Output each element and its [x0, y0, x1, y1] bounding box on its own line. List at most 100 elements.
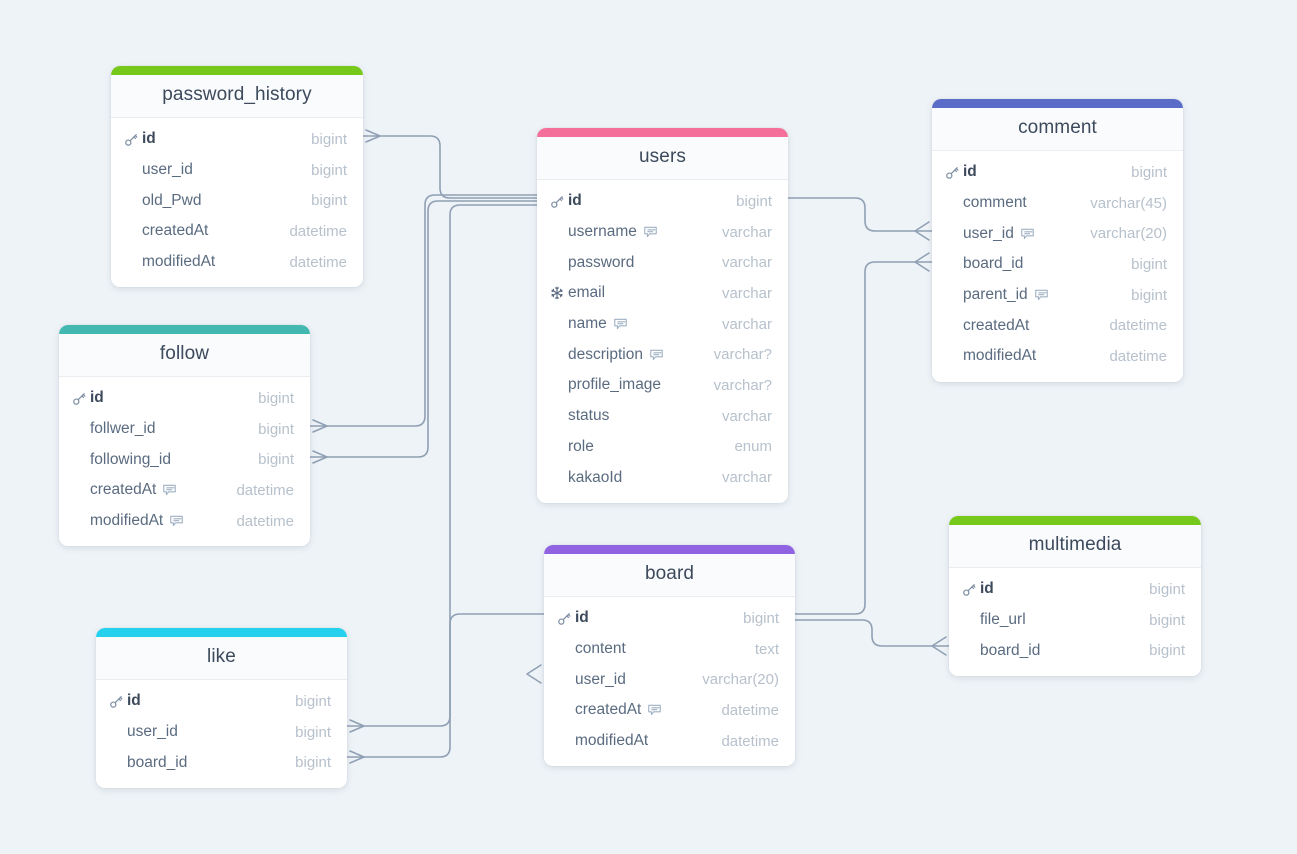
note-bubble-icon[interactable]: [1020, 227, 1035, 241]
note-bubble-icon[interactable]: [647, 703, 662, 717]
field-type: varchar: [721, 407, 772, 425]
field-type: varchar(45): [1090, 194, 1167, 212]
field-name-wrap: kakaoId: [568, 469, 622, 487]
field-type: varchar(20): [1090, 225, 1167, 243]
note-bubble-icon[interactable]: [169, 514, 184, 528]
table-accent-bar: [537, 128, 788, 137]
field-row[interactable]: id bigint: [932, 157, 1183, 188]
field-name: modifiedAt: [90, 512, 164, 530]
field-type: bigint: [258, 451, 294, 469]
field-type: bigint: [258, 389, 294, 407]
field-type: datetime: [289, 222, 347, 240]
field-row[interactable]: status varchar: [537, 401, 788, 432]
note-bubble-icon[interactable]: [643, 225, 658, 239]
field-name-wrap: id: [963, 163, 977, 181]
field-name-wrap: user_id: [575, 671, 626, 689]
field-name-wrap: content: [575, 640, 626, 658]
field-type: bigint: [295, 723, 331, 741]
field-name: content: [575, 640, 626, 658]
field-type: bigint: [258, 420, 294, 438]
field-name: comment: [963, 194, 1027, 212]
edge-board-multimedia: [794, 619, 950, 647]
table-title: board: [544, 554, 795, 597]
field-name-wrap: modifiedAt: [963, 347, 1036, 365]
field-name: modifiedAt: [142, 253, 216, 271]
field-type: bigint: [1131, 163, 1167, 181]
key-icon: [549, 193, 565, 209]
field-type: datetime: [289, 253, 347, 271]
note-bubble-icon[interactable]: [649, 348, 664, 362]
note-bubble-icon[interactable]: [162, 483, 177, 497]
field-row[interactable]: comment varchar(45): [932, 188, 1183, 219]
field-type: varchar?: [713, 376, 772, 394]
field-name: kakaoId: [568, 468, 623, 486]
field-type: enum: [734, 438, 772, 456]
field-name-wrap: id: [127, 692, 141, 710]
field-name-wrap: username: [568, 223, 658, 241]
field-name: old_Pwd: [142, 191, 202, 209]
field-row[interactable]: modifiedAt datetime: [111, 247, 363, 278]
field-name-wrap: board_id: [980, 642, 1040, 660]
field-row[interactable]: modifiedAt datetime: [932, 341, 1183, 372]
field-name-wrap: createdAt: [142, 222, 208, 240]
field-name: modifiedAt: [575, 732, 649, 750]
table-title: password_history: [111, 75, 363, 118]
field-row[interactable]: following_id bigint: [59, 444, 310, 475]
note-bubble-icon[interactable]: [1034, 288, 1049, 302]
field-name: following_id: [90, 450, 171, 468]
field-type: bigint: [311, 161, 347, 179]
field-row[interactable]: createdAt datetime: [111, 216, 363, 247]
field-type: bigint: [1131, 286, 1167, 304]
field-name: status: [568, 407, 610, 425]
field-name: id: [127, 692, 141, 710]
field-name: name: [568, 315, 607, 333]
field-type: datetime: [1109, 347, 1167, 365]
key-icon: [961, 581, 977, 597]
field-name-wrap: createdAt: [575, 701, 662, 719]
field-name: createdAt: [90, 481, 157, 499]
note-bubble-icon[interactable]: [613, 317, 628, 331]
edge-users-comment-user: [787, 197, 933, 232]
